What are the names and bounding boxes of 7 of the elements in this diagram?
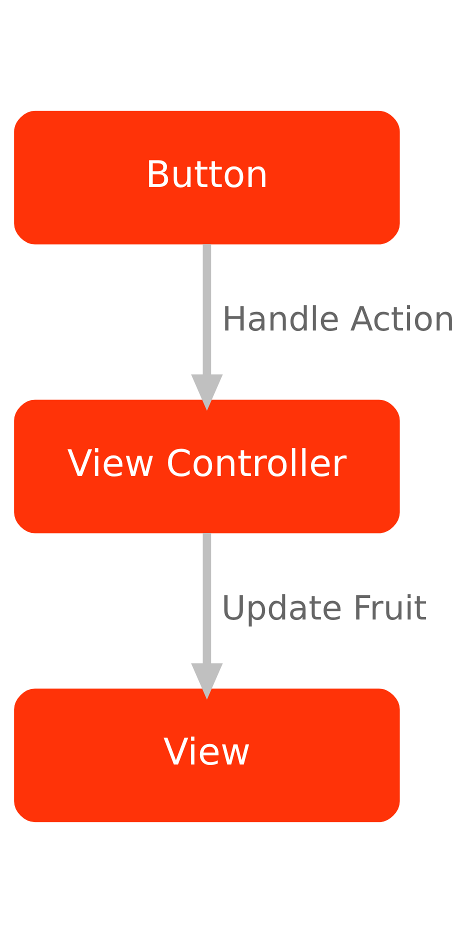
edge-label: Handle Action: [222, 299, 455, 338]
node-box: View: [14, 688, 400, 822]
edge-label: Update Fruit: [221, 588, 427, 628]
node-box: View Controller: [14, 400, 400, 534]
arrow: [191, 244, 223, 411]
node-box: Button: [14, 110, 400, 244]
arrow: [191, 532, 223, 700]
